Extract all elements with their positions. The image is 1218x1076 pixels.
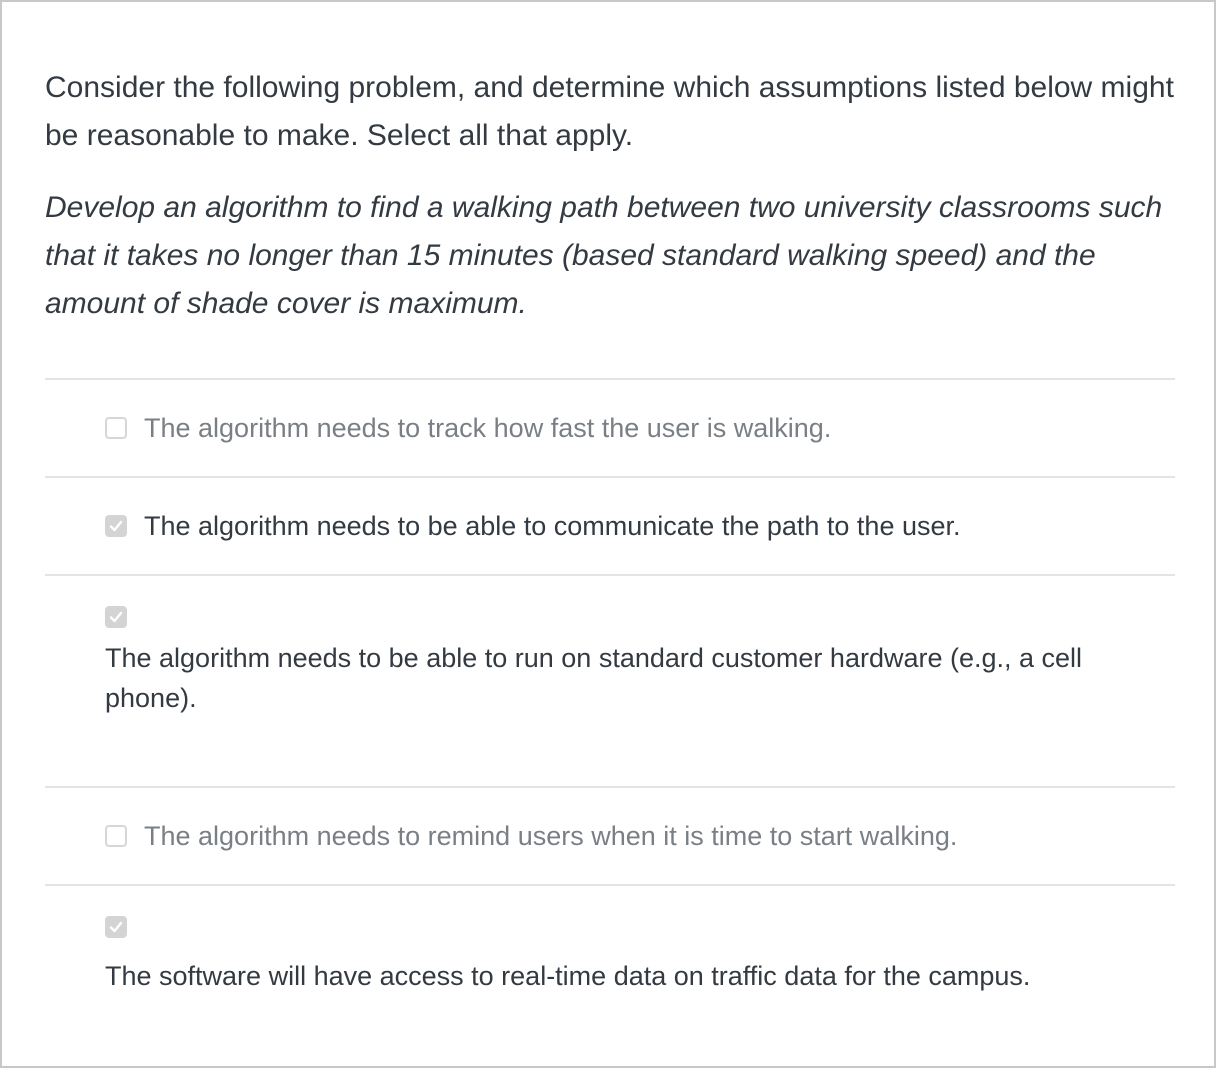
option-3-checkbox[interactable]	[105, 606, 127, 628]
problem-statement: Develop an algorithm to find a walking p…	[45, 191, 1163, 320]
option-5[interactable]: The software will have access to real-ti…	[45, 886, 1175, 1046]
question-prompt: Consider the following problem, and dete…	[45, 71, 1174, 152]
option-2-checkbox[interactable]	[105, 515, 127, 537]
options-list: The algorithm needs to track how fast th…	[45, 378, 1175, 1046]
checkmark-icon	[109, 611, 123, 623]
option-2-label: The algorithm needs to be able to commun…	[144, 511, 961, 541]
option-4-label: The algorithm needs to remind users when…	[144, 821, 958, 851]
checkmark-icon	[109, 520, 123, 532]
option-1-checkbox[interactable]	[105, 417, 127, 439]
option-3-label: The algorithm needs to be able to run on…	[105, 643, 1083, 713]
option-1-label: The algorithm needs to track how fast th…	[144, 413, 832, 443]
option-4[interactable]: The algorithm needs to remind users when…	[45, 788, 1175, 886]
option-5-label: The software will have access to real-ti…	[105, 961, 1031, 991]
option-3[interactable]: The algorithm needs to be able to run on…	[45, 576, 1175, 788]
option-4-checkbox[interactable]	[105, 825, 127, 847]
option-2[interactable]: The algorithm needs to be able to commun…	[45, 478, 1175, 576]
option-5-checkbox[interactable]	[105, 916, 127, 938]
option-1[interactable]: The algorithm needs to track how fast th…	[45, 380, 1175, 478]
question-content: Consider the following problem, and dete…	[45, 64, 1175, 1046]
checkmark-icon	[109, 921, 123, 933]
